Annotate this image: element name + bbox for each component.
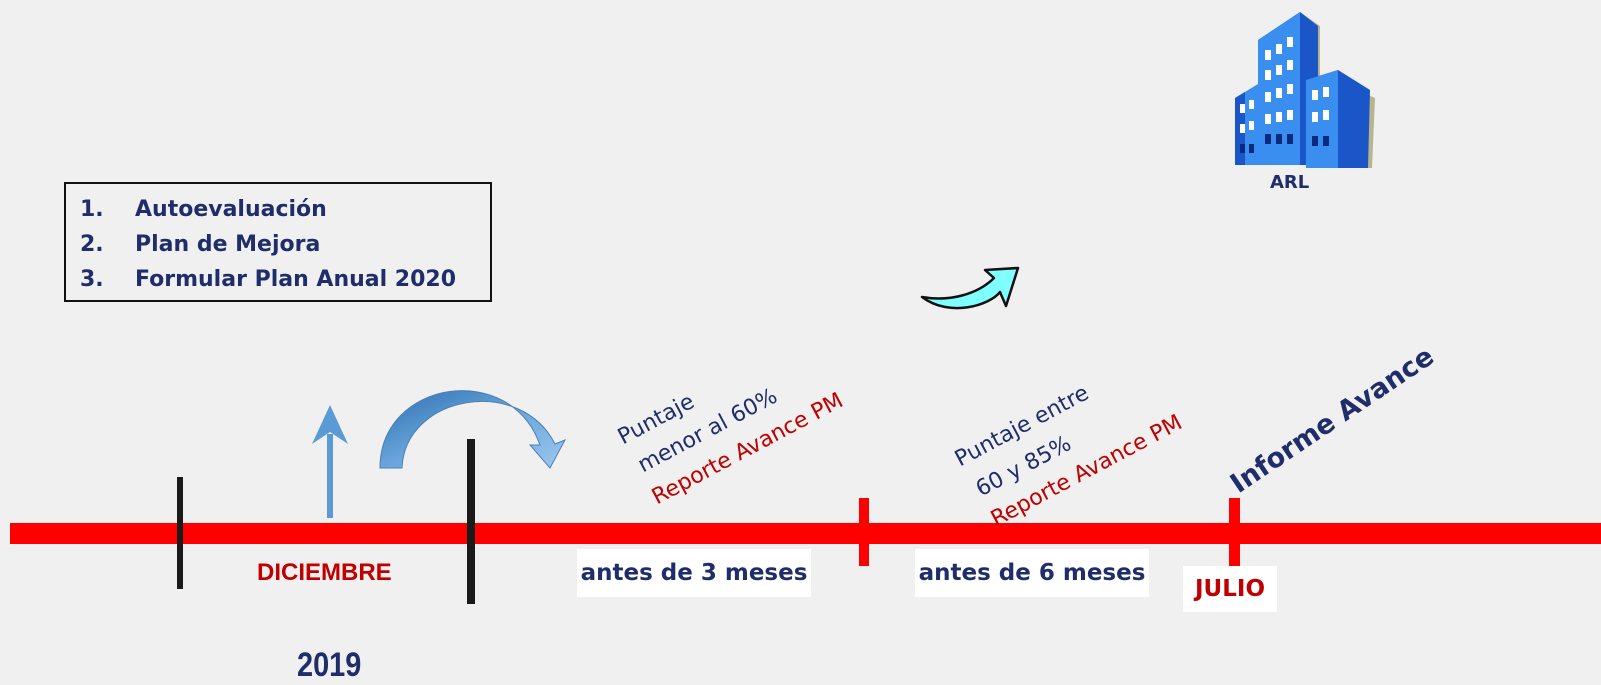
month-start-label: DICIEMBRE bbox=[257, 559, 392, 586]
year-label: 2019 bbox=[297, 646, 362, 684]
step-number: 1. bbox=[80, 197, 104, 222]
step-text: Formular Plan Anual 2020 bbox=[135, 267, 457, 292]
step-item: 2. Plan de Mejora bbox=[80, 227, 490, 262]
month-end-label: JULIO bbox=[1183, 566, 1277, 612]
period-3-months-label: antes de 3 meses bbox=[577, 549, 811, 597]
step-item: 1. Autoevaluación bbox=[80, 192, 490, 227]
step-number: 2. bbox=[80, 232, 104, 257]
up-arrow-icon bbox=[312, 405, 348, 518]
step-number: 3. bbox=[80, 267, 104, 292]
tick-end-2019 bbox=[467, 439, 475, 604]
tick-start bbox=[177, 477, 183, 589]
timeline-bar bbox=[10, 523, 1601, 544]
step-text: Autoevaluación bbox=[135, 197, 327, 222]
curved-arrow-icon bbox=[379, 390, 567, 469]
step-text: Plan de Mejora bbox=[135, 232, 321, 257]
cyan-arrow-icon bbox=[920, 266, 1020, 310]
step-item: 3. Formular Plan Anual 2020 bbox=[80, 262, 490, 297]
tick-julio bbox=[1229, 498, 1240, 566]
arl-label: ARL bbox=[1270, 172, 1310, 193]
tick-3-months bbox=[859, 498, 869, 566]
period-6-months-label: antes de 6 meses bbox=[915, 549, 1149, 597]
steps-box: 1. Autoevaluación 2. Plan de Mejora 3. F… bbox=[64, 182, 492, 302]
building-icon bbox=[1235, 12, 1375, 168]
